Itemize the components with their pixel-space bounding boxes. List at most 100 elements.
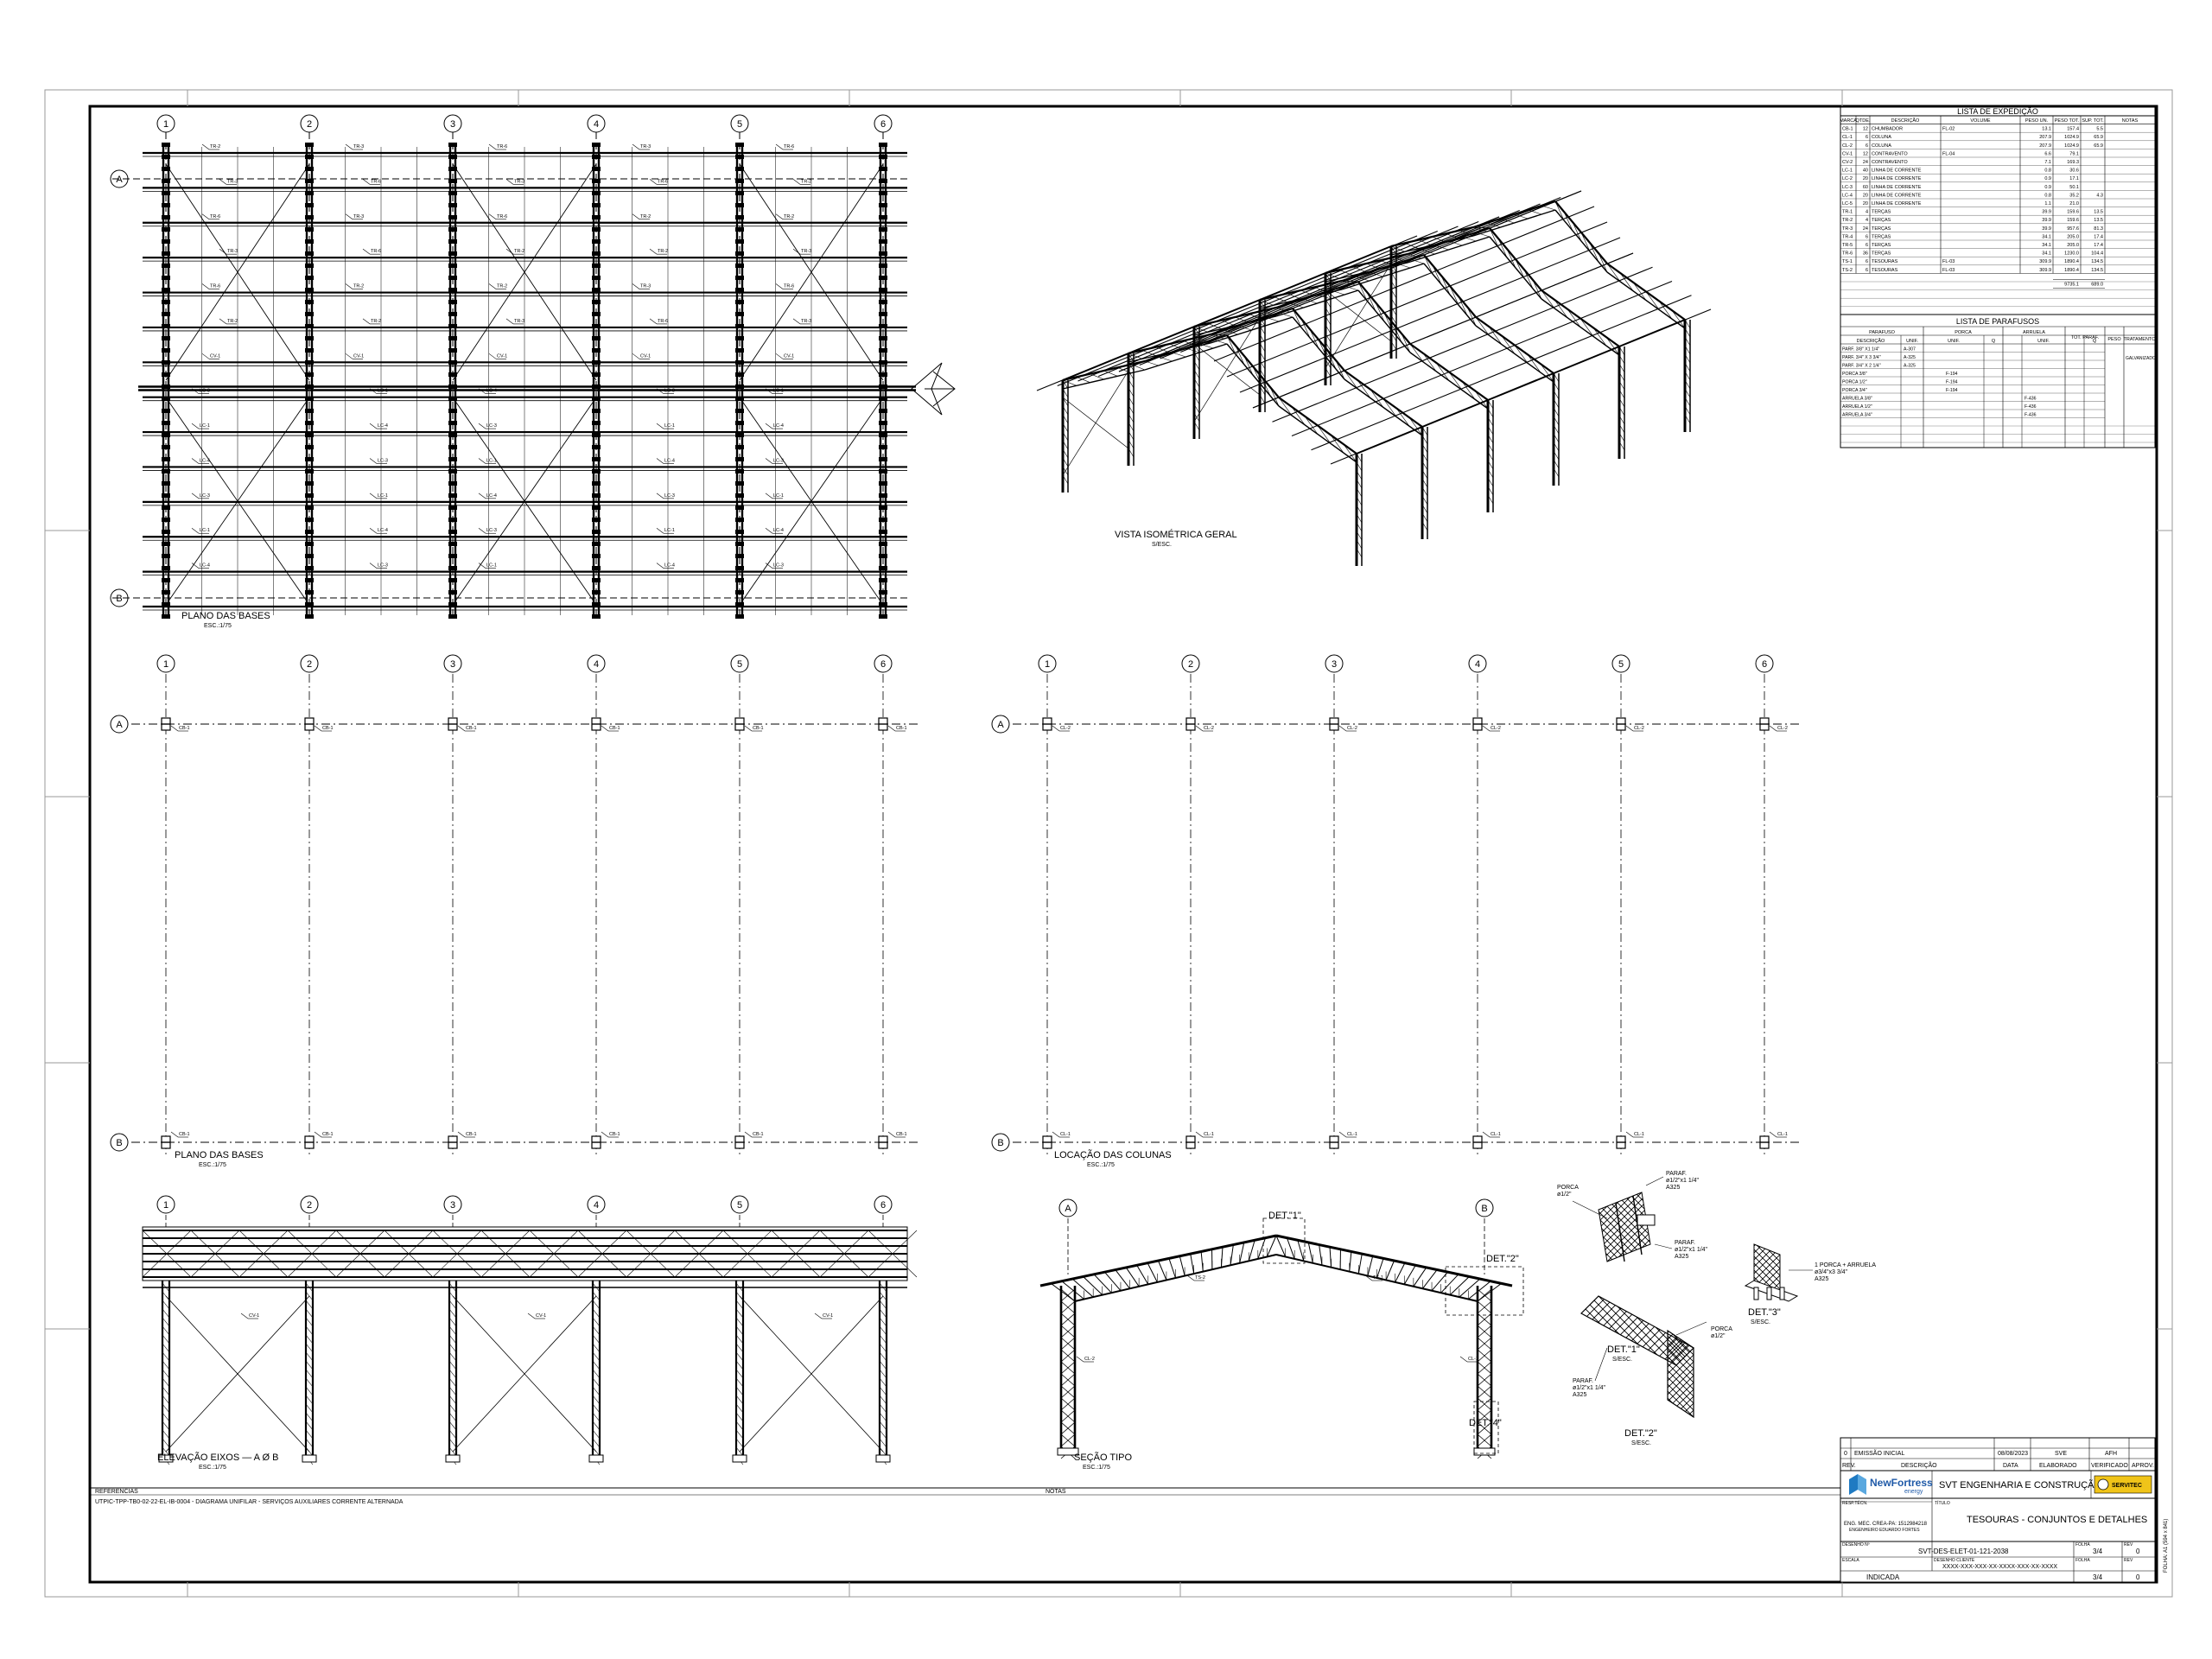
expedition-cell: LINHA DE CORRENTE <box>1872 176 1922 181</box>
column-base <box>1057 1447 1079 1456</box>
truss-node <box>879 155 887 159</box>
expedition-cell: 50.1 <box>2069 185 2079 190</box>
expedition-cell: TR-5 <box>1842 243 1853 248</box>
expedition-cell: TERÇAS <box>1872 243 1891 248</box>
truss-node <box>305 179 314 183</box>
det3-bolt <box>1779 1287 1785 1300</box>
base-plan-title: PLANO DAS BASES <box>175 1150 264 1160</box>
truss-node <box>162 155 170 159</box>
truss-node <box>305 360 314 365</box>
truss-node <box>879 167 887 171</box>
grid-bubble-5-label: 5 <box>737 1200 742 1211</box>
truss-node <box>448 179 457 183</box>
rev-date: 08/08/2023 <box>1998 1451 2028 1457</box>
truss-node <box>305 385 314 389</box>
truss-node <box>735 433 744 437</box>
bolt-cell: A-307 <box>1904 347 1916 353</box>
expedition-cell: 4 <box>1866 210 1868 215</box>
company-name: SVT ENGENHARIA E CONSTRUÇÃO LTDA. <box>1939 1479 2130 1491</box>
bolt-sub-header: UNIF. <box>2037 339 2050 344</box>
rev-value-2: 0 <box>2136 1573 2140 1581</box>
bolt-group-header: PORCA <box>1955 330 1972 335</box>
truss-node <box>879 457 887 461</box>
truss-node <box>162 179 170 183</box>
column-base <box>302 1454 317 1463</box>
rev-description: EMISSÃO INICIAL <box>1854 1449 1904 1457</box>
truss-node <box>735 143 744 147</box>
truss-node <box>592 372 601 377</box>
truss-node <box>305 542 314 546</box>
truss-node <box>305 518 314 522</box>
expedition-cell: 0.9 <box>2044 185 2051 190</box>
member-tag: CB-1 <box>322 726 334 731</box>
resp-tec-label: RESP.TÉCN. <box>1842 1500 1867 1506</box>
truss-node <box>592 167 601 171</box>
truss-node <box>162 336 170 340</box>
member-tag: CL-1 <box>1491 1132 1501 1137</box>
member-tag: TR-2 <box>497 284 507 289</box>
grid-bubble-6-label: 6 <box>880 1200 886 1211</box>
grid-bubble-3 <box>1325 654 1344 673</box>
truss-node <box>162 590 170 594</box>
column-base <box>158 1454 174 1463</box>
column-location-grid: 1CL-2CL-12CL-2CL-13CL-2CL-14CL-2CL-15CL-… <box>991 654 1799 1155</box>
truss-node <box>879 300 887 304</box>
member-tag: LC-4 <box>773 423 784 429</box>
bolt-cell: ARRUELA 3/4" <box>1842 413 1872 418</box>
member-tag: CB-1 <box>753 726 764 731</box>
grid-bubble-4 <box>587 654 606 673</box>
expedition-cell: CL-1 <box>1842 135 1853 140</box>
grid-label-4: 4 <box>594 119 599 130</box>
member-tag: TR-3 <box>227 179 238 184</box>
truss-node <box>735 578 744 582</box>
member-tag: TR-2 <box>658 249 668 254</box>
truss-node <box>305 530 314 534</box>
truss-node <box>735 397 744 401</box>
expedition-total-surface: 689.0 <box>2091 282 2103 287</box>
member-tag: TR-3 <box>353 214 364 219</box>
member-tag: LC-3 <box>200 389 210 394</box>
grid-bubble-b-sec-label: B <box>1481 1204 1487 1214</box>
member-tag: CB-1 <box>466 726 477 731</box>
truss-node <box>305 566 314 570</box>
member-tag: LC-1 <box>664 423 675 429</box>
truss-node <box>162 300 170 304</box>
notes-label: NOTAS <box>1046 1489 1066 1495</box>
truss-node <box>735 348 744 353</box>
det2-column <box>1667 1329 1694 1419</box>
note-paraf-1b: ø1/2"x1 1/4" <box>1666 1178 1700 1184</box>
expedition-list-title: LISTA DE EXPEDIÇÃO <box>1957 107 2038 116</box>
member-tag: LC-4 <box>200 563 210 569</box>
truss-node <box>305 421 314 425</box>
expedition-cell: LINHA DE CORRENTE <box>1872 185 1922 190</box>
truss-node <box>305 372 314 377</box>
det2-callout: DET."2" <box>1486 1254 1519 1264</box>
truss-node <box>162 530 170 534</box>
truss-node <box>448 493 457 498</box>
truss-node <box>735 239 744 244</box>
member-tag: LC-1 <box>664 528 675 533</box>
grid-bubble-5-label: 5 <box>1618 659 1624 670</box>
truss-node <box>305 590 314 594</box>
member-tag: LC-3 <box>378 563 388 569</box>
member-tag: TR-2 <box>784 214 794 219</box>
truss-node <box>879 385 887 389</box>
truss-node <box>162 191 170 195</box>
expedition-cell: LC-5 <box>1842 201 1853 207</box>
member-tag: TR-3 <box>227 249 238 254</box>
expedition-cell: 1890.4 <box>2064 259 2079 264</box>
member-tag: TR-6 <box>210 284 220 289</box>
grid-bubble-5-label: 5 <box>737 659 742 670</box>
grid-bubble-2 <box>1181 654 1200 673</box>
bolt-cell: ARRUELA 3/8" <box>1842 397 1872 402</box>
truss-node <box>162 433 170 437</box>
bolt-treatment: GALVANIZADO <box>2126 356 2156 361</box>
truss-node <box>162 143 170 147</box>
column-location-view: 1CL-2CL-12CL-2CL-13CL-2CL-14CL-2CL-15CL-… <box>991 654 1799 1168</box>
grid-bubble-3-label: 3 <box>450 659 455 670</box>
truss-node <box>305 251 314 256</box>
truss-node <box>448 300 457 304</box>
det2-title: DET."2" <box>1624 1428 1657 1439</box>
expedition-cell: 6 <box>1866 143 1868 149</box>
